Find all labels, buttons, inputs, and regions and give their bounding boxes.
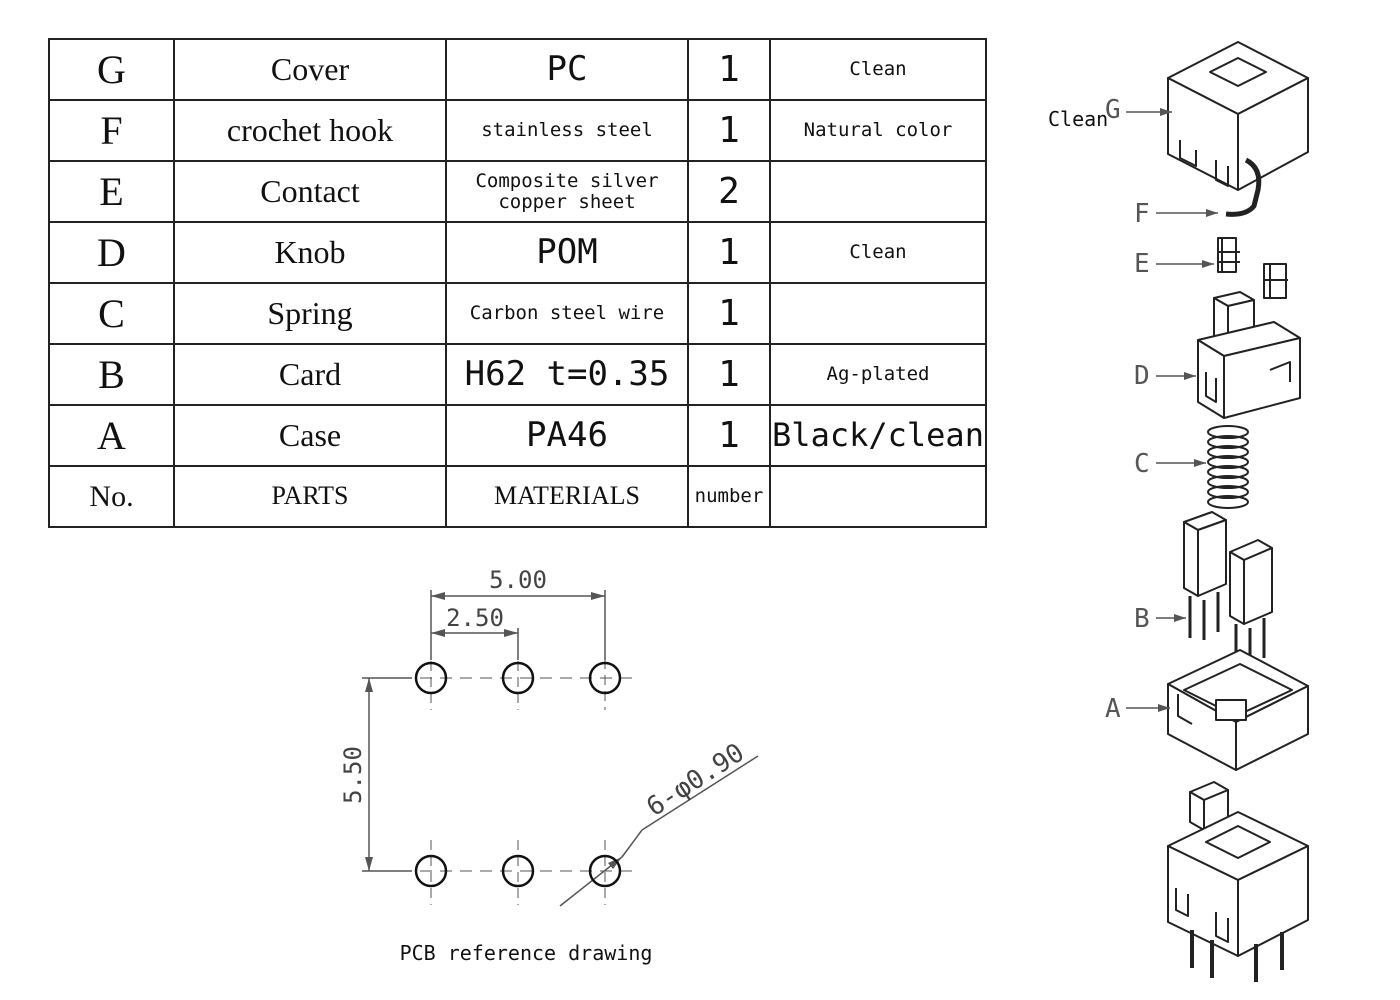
table-row: D Knob POM 1 Clean <box>48 221 987 284</box>
label-B: B <box>1134 604 1150 634</box>
arrow-head <box>608 857 622 869</box>
dim-hole: 6-φ0.90 <box>642 738 750 823</box>
case-part <box>1167 649 1309 771</box>
label-F: F <box>1134 199 1150 229</box>
bill-of-materials-table: G Cover PC 1 Clean F crochet hook stainl… <box>48 38 987 528</box>
part-name: Card <box>173 343 447 406</box>
part-note: Natural color <box>769 99 987 162</box>
part-no: C <box>48 282 175 345</box>
part-number: 1 <box>687 221 771 284</box>
part-name: Spring <box>173 282 447 345</box>
header-no: No. <box>48 465 175 528</box>
arrow-head <box>1184 372 1196 380</box>
part-no: F <box>48 99 175 162</box>
part-number: 1 <box>687 99 771 162</box>
arrow-head <box>1160 108 1172 116</box>
arrow-head <box>1158 704 1170 712</box>
cover-part <box>1167 41 1309 217</box>
part-no: B <box>48 343 175 406</box>
part-no: E <box>48 160 175 223</box>
part-note: Black/clean <box>769 404 987 467</box>
material-line: Composite silver <box>475 169 659 192</box>
table-header-row: No. PARTS MATERIALS number <box>48 465 987 528</box>
pcb-hole <box>588 854 622 888</box>
part-material: PA46 <box>445 404 689 467</box>
part-note <box>769 160 987 223</box>
part-name: Knob <box>173 221 447 284</box>
part-number: 1 <box>687 282 771 345</box>
assembled-switch <box>1167 781 1309 982</box>
part-number: 2 <box>687 160 771 223</box>
arrow-head <box>1202 260 1214 268</box>
part-material: Composite silver copper sheet <box>445 160 689 223</box>
part-note: Ag-plated <box>769 343 987 406</box>
arrow-head <box>1194 459 1206 467</box>
label-A: A <box>1105 694 1121 724</box>
table-row: E Contact Composite silver copper sheet … <box>48 160 987 223</box>
part-name: Contact <box>173 160 447 223</box>
part-number: 1 <box>687 38 771 101</box>
table-row: G Cover PC 1 Clean <box>48 38 987 101</box>
label-D: D <box>1134 361 1150 391</box>
arrow-head <box>365 678 373 692</box>
exploded-view <box>1167 41 1309 982</box>
label-E: E <box>1134 249 1150 279</box>
table-row: A Case PA46 1 Black/clean <box>48 404 987 467</box>
part-no: A <box>48 404 175 467</box>
arrow-head <box>431 592 445 600</box>
arrow-head <box>1174 614 1186 622</box>
pcb-caption: PCB reference drawing <box>400 941 653 965</box>
pcb-hole <box>501 854 535 888</box>
leader-line <box>621 829 643 858</box>
header-parts: PARTS <box>173 465 447 528</box>
part-material: H62 t=0.35 <box>445 343 689 406</box>
part-number: 1 <box>687 343 771 406</box>
part-note <box>769 282 987 345</box>
table-row: F crochet hook stainless steel 1 Natural… <box>48 99 987 162</box>
part-name: Cover <box>173 38 447 101</box>
g-note: Clean <box>1048 107 1108 131</box>
part-name: Case <box>173 404 447 467</box>
contact-part <box>1217 237 1288 299</box>
label-C: C <box>1134 449 1150 479</box>
label-G: G <box>1105 95 1121 125</box>
part-material: PC <box>445 38 689 101</box>
part-note: Clean <box>769 38 987 101</box>
part-note: Clean <box>769 221 987 284</box>
part-name: crochet hook <box>173 99 447 162</box>
dim-pitch: 2.50 <box>446 604 504 632</box>
part-no: G <box>48 38 175 101</box>
knob-part <box>1197 291 1301 419</box>
part-material: POM <box>445 221 689 284</box>
pcb-hole <box>414 661 448 695</box>
table-row: B Card H62 t=0.35 1 Ag-plated <box>48 343 987 406</box>
part-no: D <box>48 221 175 284</box>
arrow-head <box>591 592 605 600</box>
dim-row: 5.50 <box>339 746 367 804</box>
leader-line <box>641 755 759 831</box>
arrow-head <box>1206 209 1218 217</box>
arrow-head <box>365 857 373 871</box>
part-material: stainless steel <box>445 99 689 162</box>
pcb-hole <box>501 661 535 695</box>
part-material: Carbon steel wire <box>445 282 689 345</box>
pcb-hole <box>588 661 622 695</box>
header-note <box>769 465 987 528</box>
table-row: C Spring Carbon steel wire 1 <box>48 282 987 345</box>
part-number: 1 <box>687 404 771 467</box>
arrow-head <box>504 629 518 637</box>
arrow-head <box>431 629 445 637</box>
header-number: number <box>687 465 771 528</box>
dim-pitch-total: 5.00 <box>489 566 547 594</box>
material-line: copper sheet <box>498 190 636 213</box>
pcb-hole <box>414 854 448 888</box>
card-part <box>1183 511 1273 668</box>
spring-part <box>1207 425 1249 509</box>
header-materials: MATERIALS <box>445 465 689 528</box>
